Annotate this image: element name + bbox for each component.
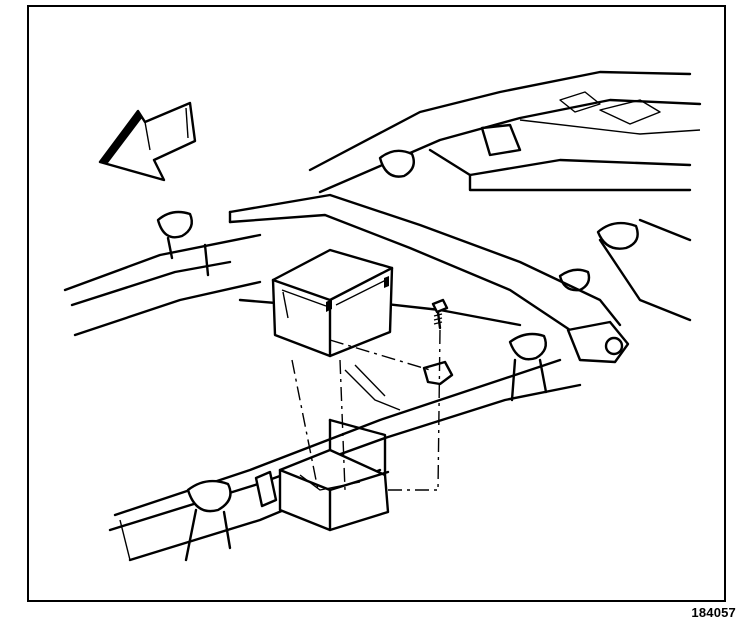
crossmember [228,193,630,364]
alignment-lines [291,329,441,491]
mounting-bolt [431,298,449,330]
bracket-clip [422,360,454,386]
rear-frame-section [308,70,702,322]
module-mounting-bracket [254,364,401,532]
front-direction-arrow-icon [98,101,197,182]
figure-number: 184057 [691,605,736,620]
control-module [271,248,394,358]
